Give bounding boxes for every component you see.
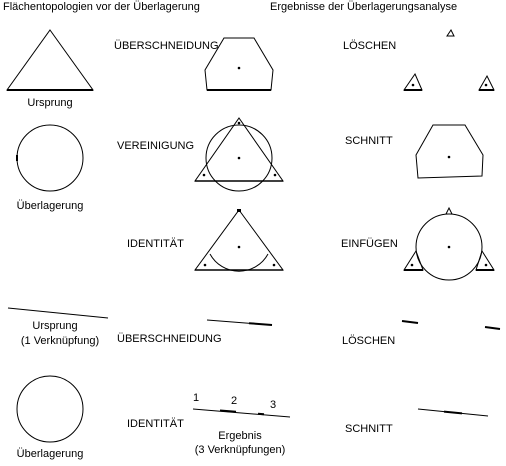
loeschen-line-right xyxy=(484,326,501,330)
einfuegen-left-tip xyxy=(403,249,424,271)
identitaet-triangle xyxy=(194,209,284,271)
result-loeschen: LÖSCHEN xyxy=(343,40,397,52)
identitaet-arc xyxy=(209,253,269,272)
loeschen-right-fragment xyxy=(478,74,495,91)
label-ergebnis-link-count: (3 Verknüpfungen) xyxy=(194,444,286,456)
vereinigung-triangle xyxy=(194,117,284,182)
segment-number-1: 1 xyxy=(193,392,200,404)
result-loeschen-line: LÖSCHEN xyxy=(342,335,396,347)
loeschen-top-fragment xyxy=(446,29,455,37)
einfuegen-point-left xyxy=(410,263,414,267)
label-ursprung: Ursprung xyxy=(27,97,73,109)
loeschen-point-right xyxy=(484,83,488,87)
header-overlay-results: Ergebnisse der Überlagerungsanalyse xyxy=(270,1,458,13)
op-identitaet: IDENTITÄT xyxy=(127,238,184,250)
result-einfuegen: EINFÜGEN xyxy=(341,238,398,250)
label-ursprung-line: Ursprung xyxy=(32,320,78,332)
op-identitaet-line: IDENTITÄT xyxy=(127,418,184,430)
vereinigung-point-top xyxy=(237,121,241,125)
vereinigung-point-center xyxy=(237,156,241,160)
header-before-overlay: Flächentopologien vor der Überlagerung xyxy=(3,1,200,13)
ueberschneidung-line-segment xyxy=(248,322,273,326)
einfuegen-point-center xyxy=(447,245,451,249)
ursprung-triangle xyxy=(6,29,94,91)
segment-number-2: 2 xyxy=(231,395,238,407)
schnitt-point xyxy=(447,155,451,159)
label-ursprung-link-count: (1 Verknüpfung) xyxy=(20,335,100,347)
label-ueberlagerung-bottom: Überlagerung xyxy=(16,448,84,460)
loeschen-line-left xyxy=(401,320,419,324)
ueberschneidung-label-point xyxy=(237,66,241,70)
op-vereinigung: VEREINIGUNG xyxy=(117,140,195,152)
identitaet-line xyxy=(192,408,291,418)
schnitt-shape xyxy=(415,124,484,179)
label-ueberlagerung: Überlagerung xyxy=(16,200,84,212)
schnitt-line-segment xyxy=(443,410,463,415)
einfuegen-top-tip xyxy=(445,206,453,215)
label-ergebnis: Ergebnis xyxy=(218,430,262,442)
op-ueberschneidung-line: ÜBERSCHNEIDUNG xyxy=(117,333,222,345)
einfuegen-point-right xyxy=(484,263,488,267)
op-ueberschneidung: ÜBERSCHNEIDUNG xyxy=(114,40,219,52)
circle-node-mark xyxy=(16,155,18,161)
identitaet-top-mark xyxy=(237,209,241,212)
result-schnitt-line: SCHNITT xyxy=(345,423,393,435)
segment-number-3: 3 xyxy=(270,399,277,411)
loeschen-point-left xyxy=(411,83,415,87)
identitaet-point-left xyxy=(203,263,207,267)
ueberlagerung-circle xyxy=(16,124,84,192)
identitaet-point-right xyxy=(272,263,276,267)
identitaet-point-center xyxy=(237,245,241,249)
vereinigung-circle xyxy=(205,124,273,192)
vereinigung-point-right xyxy=(273,173,277,177)
identitaet-line-split-1 xyxy=(219,409,237,413)
ursprung-line xyxy=(7,307,109,319)
identitaet-line-split-2 xyxy=(257,412,265,416)
loeschen-left-fragment xyxy=(403,72,423,91)
ueberlagerung-circle-bottom xyxy=(16,375,84,443)
vereinigung-point-left xyxy=(202,173,206,177)
einfuegen-right-tip xyxy=(475,249,495,271)
result-schnitt: SCHNITT xyxy=(345,135,393,147)
